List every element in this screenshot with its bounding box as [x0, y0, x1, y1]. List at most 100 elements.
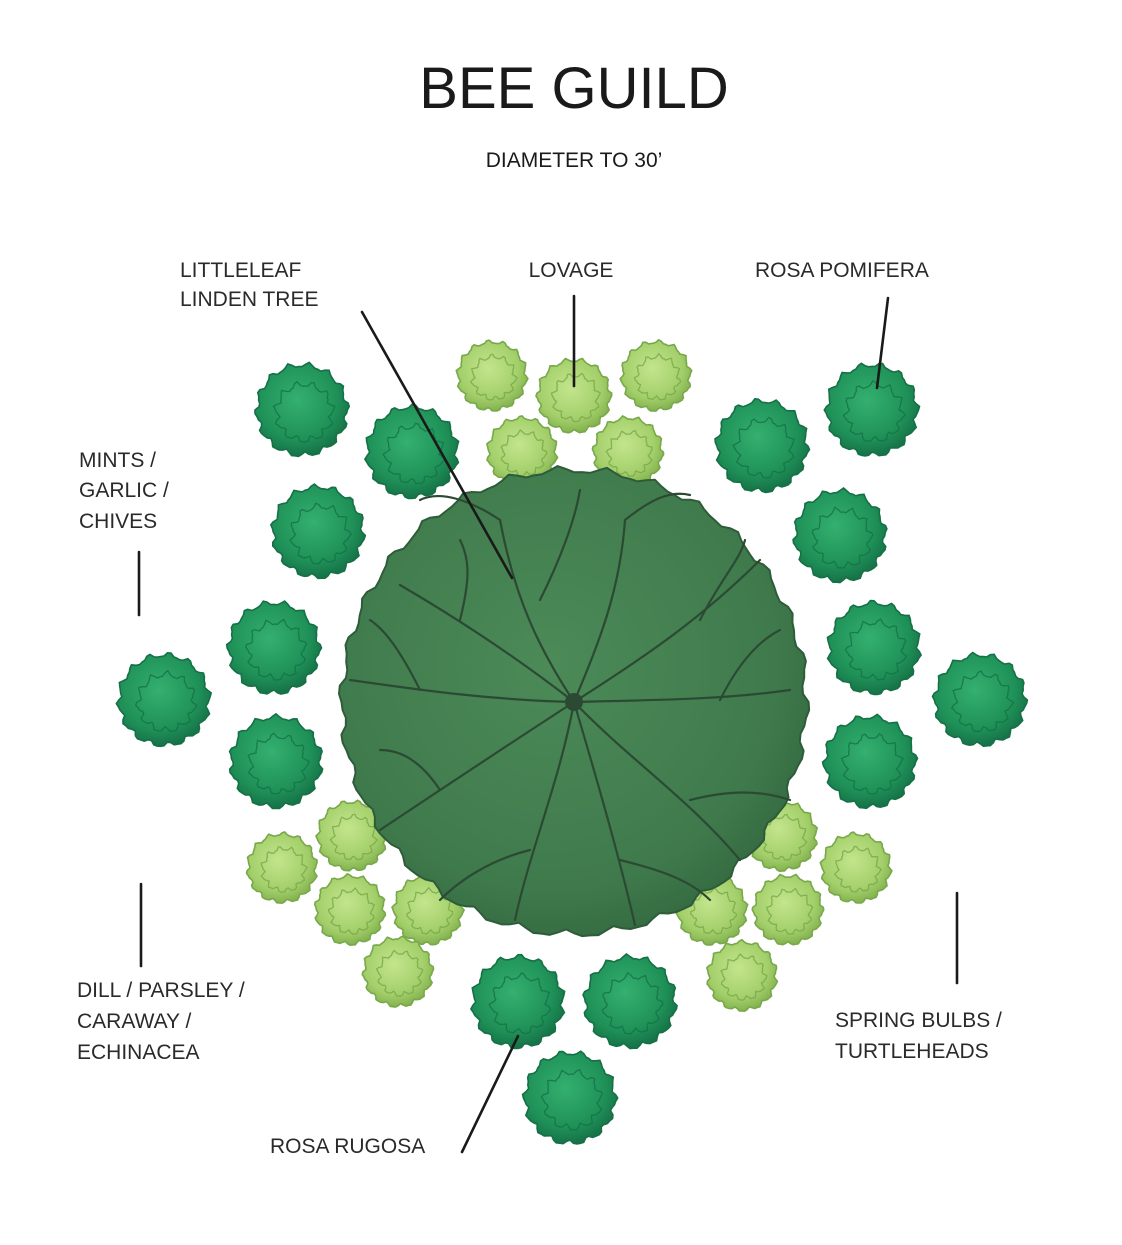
label-linden-line1: LITTLELEAF — [180, 259, 301, 282]
shrub-dark — [254, 361, 351, 458]
shrub-dark — [269, 483, 367, 580]
plant-outline — [792, 486, 888, 584]
plant-outline — [931, 651, 1029, 748]
shrub-dark — [469, 953, 566, 1050]
diagram-title: BEE GUILD — [419, 56, 728, 121]
plant-texture — [329, 813, 379, 861]
shrub-dark — [826, 599, 923, 696]
label-mints-line2: GARLIC / — [79, 479, 169, 502]
plant-texture — [766, 887, 814, 935]
plant-texture — [500, 429, 548, 477]
plant-texture — [601, 971, 664, 1035]
shrub-plants-dark — [115, 361, 1029, 1145]
plant-texture — [833, 845, 883, 893]
plant-outline — [705, 938, 779, 1013]
tree-vein — [368, 618, 422, 692]
leader-rosa-rugosa — [460, 1034, 520, 1154]
plant-labels: LITTLELEAF LINDEN TREE LOVAGE ROSA POMIF… — [77, 259, 1002, 1158]
tree-vein — [688, 791, 792, 802]
plant-texture — [260, 846, 309, 893]
tree-vein — [348, 678, 576, 704]
plant-outline — [469, 953, 566, 1050]
label-dill-line2: CARAWAY / — [77, 1010, 192, 1033]
tree-trunk-center — [565, 693, 583, 711]
plant-outline — [826, 599, 923, 696]
leader-lines — [137, 294, 959, 1154]
herb-light — [455, 339, 529, 412]
plant-outline — [115, 651, 213, 748]
plant-outline — [269, 483, 367, 580]
tree-vein — [698, 538, 747, 622]
plant-texture — [245, 618, 308, 681]
shrub-dark — [582, 952, 678, 1050]
plant-outline — [714, 397, 811, 494]
herb-light — [361, 935, 435, 1008]
label-dill-line3: ECHINACEA — [77, 1041, 200, 1064]
plant-texture — [247, 732, 311, 795]
label-dill-line1: DILL / PARSLEY / — [77, 979, 245, 1002]
label-mints-line3: CHIVES — [79, 510, 157, 533]
label-rosa-rugosa: ROSA RUGOSA — [270, 1135, 425, 1158]
label-rosa-pomifera: ROSA POMIFERA — [755, 259, 929, 282]
plant-outline — [823, 362, 921, 457]
herb-light — [619, 338, 693, 412]
herb-light — [245, 830, 318, 905]
label-linden-line2: LINDEN TREE — [180, 288, 318, 311]
shrub-dark — [228, 712, 324, 810]
plant-outline — [363, 403, 460, 500]
tree-vein — [572, 700, 637, 927]
plant-texture — [469, 353, 519, 401]
plant-outline — [819, 831, 893, 904]
label-spring-bulbs-line2: TURTLEHEADS — [835, 1040, 989, 1063]
plant-texture — [289, 502, 353, 565]
plant-outline — [254, 361, 351, 458]
diagram-subtitle: DIAMETER TO 30’ — [486, 149, 663, 172]
shrub-dark — [225, 600, 323, 695]
plant-outline — [535, 357, 613, 434]
tree-vein — [498, 518, 576, 704]
linden-tree-canopy — [337, 465, 811, 938]
plant-outline — [619, 338, 693, 412]
plant-texture — [844, 618, 908, 681]
herb-light — [819, 831, 893, 904]
plant-outline — [313, 872, 387, 947]
tree-vein — [623, 492, 692, 522]
plant-texture — [842, 380, 906, 443]
shrub-dark — [821, 713, 919, 810]
tree-vein — [572, 688, 792, 704]
label-lovage: LOVAGE — [529, 259, 614, 282]
plant-texture — [720, 953, 768, 1001]
tree-vein — [572, 700, 742, 862]
herb-light — [535, 357, 613, 434]
shrub-dark — [714, 397, 811, 494]
plant-outline — [455, 339, 529, 412]
plant-outline — [228, 712, 324, 810]
tree-vein — [572, 558, 762, 704]
plant-texture — [811, 506, 874, 569]
herb-light — [315, 799, 389, 872]
plant-texture — [375, 949, 424, 997]
leader-rosa-pomifera — [875, 296, 890, 390]
tree-vein — [378, 748, 442, 792]
linden-tree-veins — [348, 488, 792, 927]
plant-outline — [245, 830, 318, 905]
shrub-dark — [115, 651, 213, 748]
shrub-dark — [363, 403, 460, 500]
plant-texture — [488, 971, 552, 1035]
shrub-dark — [792, 486, 888, 584]
tree-vein — [618, 858, 712, 902]
tree-vein — [538, 488, 582, 602]
label-spring-bulbs-line1: SPRING BULBS / — [835, 1009, 1002, 1032]
plant-texture — [633, 352, 682, 401]
plant-texture — [950, 670, 1015, 733]
plant-texture — [690, 886, 738, 935]
plant-texture — [540, 1068, 603, 1131]
plant-texture — [840, 733, 904, 795]
label-mints-line1: MINTS / — [79, 449, 156, 472]
tree-vein — [458, 538, 469, 622]
leader-linden — [360, 310, 514, 580]
plant-texture — [605, 429, 653, 477]
plant-texture — [272, 380, 336, 443]
shrub-dark — [931, 651, 1029, 748]
